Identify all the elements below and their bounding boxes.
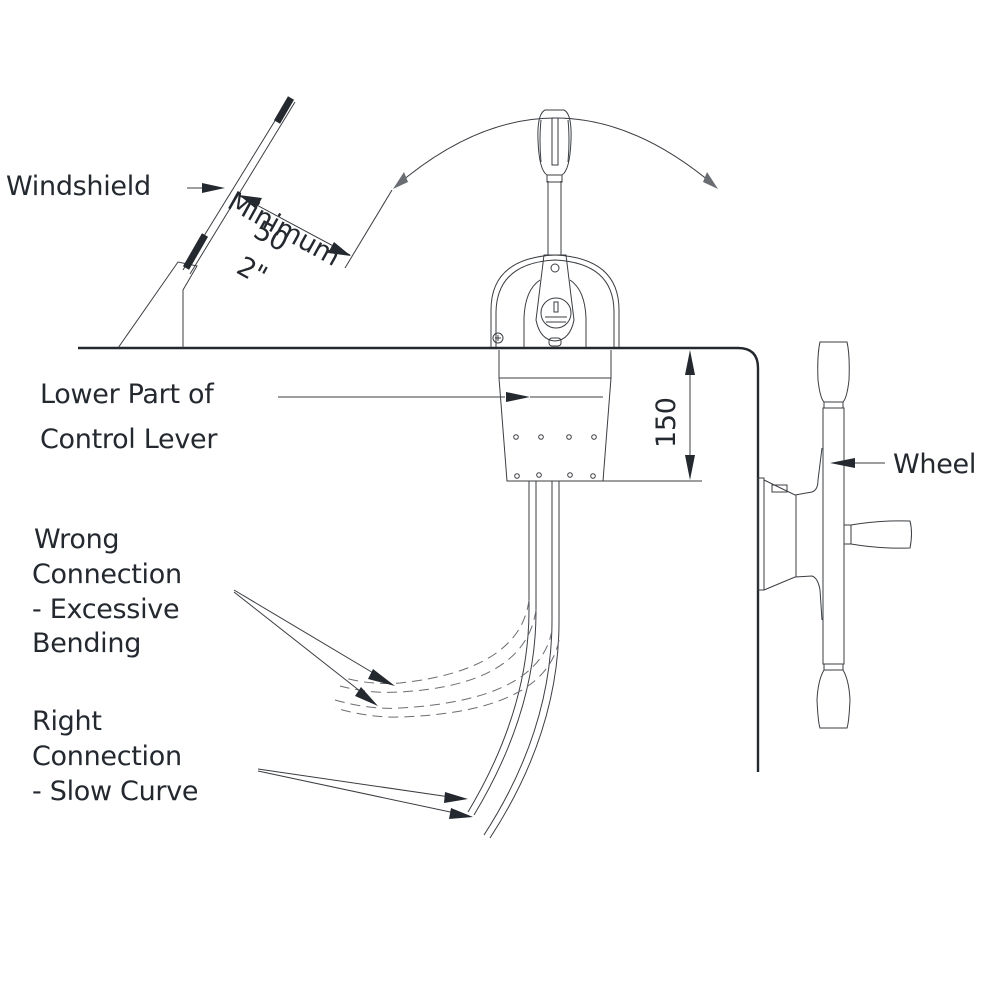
arrowhead <box>368 669 395 686</box>
wrong-connection-line4: Bending <box>32 628 142 659</box>
steering-wheel <box>757 341 912 729</box>
windshield <box>117 96 296 349</box>
cable-wrong-2 <box>334 629 553 709</box>
arc-arrowhead-right <box>703 172 718 189</box>
arrowhead <box>328 242 351 256</box>
lower-housing <box>498 377 612 482</box>
arc-arrowhead-left <box>393 172 408 189</box>
windshield-seal-bottom <box>182 233 209 270</box>
lever-lower-part <box>278 350 702 482</box>
right-connection-line1: Right <box>32 706 102 737</box>
extension-line <box>344 189 393 269</box>
lever-swing-arc <box>393 117 718 189</box>
right-connection-pointers <box>257 768 473 819</box>
arrowhead <box>685 350 695 375</box>
minimum-dimension <box>239 189 393 269</box>
wheel-bracket <box>771 484 788 493</box>
arrowhead <box>202 183 225 193</box>
arrowhead <box>830 458 855 468</box>
wrong-connection-line3: - Excessive <box>32 594 180 625</box>
wheel-knob <box>850 520 912 549</box>
depth-label: 150 <box>651 397 682 448</box>
arrowhead <box>239 195 262 209</box>
lever-pivot <box>550 263 560 273</box>
wheel-rim <box>822 407 845 665</box>
cable-right-2-left <box>483 481 553 836</box>
arrowhead <box>449 808 473 819</box>
control-lever <box>490 109 620 347</box>
wheel-spoke-handle-top <box>817 341 850 403</box>
arrowhead <box>685 455 695 480</box>
lower-part-label-line2: Control Lever <box>40 424 218 455</box>
arrowhead <box>506 392 530 402</box>
arrowhead <box>355 687 378 706</box>
depth-dimension <box>685 350 695 480</box>
wheel-spoke-handle-bottom <box>816 669 851 729</box>
screw-icon <box>492 332 504 344</box>
right-connection-line3: - Slow Curve <box>32 776 199 807</box>
windshield-seal-top <box>273 96 295 124</box>
dashboard-edge <box>78 346 760 772</box>
windshield-label: Windshield <box>6 171 151 202</box>
wrong-connection-line2: Connection <box>32 559 182 590</box>
wheel-label: Wheel <box>893 449 977 480</box>
dashboard-outline <box>78 346 760 772</box>
arrowhead <box>444 792 468 803</box>
windshield-mount <box>117 261 198 349</box>
lever-handle <box>537 109 572 176</box>
windshield-glass-edge-right <box>189 101 296 275</box>
wrong-connection-pointers <box>233 589 395 706</box>
windshield-pointer <box>187 183 225 193</box>
lever-housing <box>490 254 620 347</box>
cable-right-1-left <box>467 481 530 813</box>
right-connection-line2: Connection <box>32 741 182 772</box>
lever-badge <box>540 297 572 329</box>
cable-wrong-1 <box>344 599 530 684</box>
lower-part-label-line1: Lower Part of <box>40 379 214 410</box>
wrong-connection-line1: Wrong <box>34 524 120 555</box>
control-cables <box>334 481 560 839</box>
wheel-mount-plate <box>757 477 765 591</box>
lever-arm <box>535 254 575 342</box>
